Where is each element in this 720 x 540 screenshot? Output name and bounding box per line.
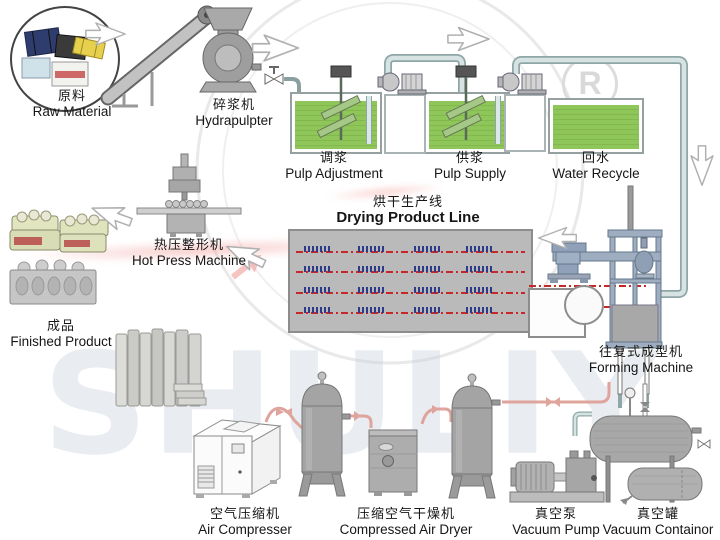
hot-press-label-en: Hot Press Machine [131, 253, 247, 268]
raw-material-label: 原料 Raw Material [12, 88, 132, 120]
air-receiver-tank-left [298, 371, 351, 497]
vacuum-container-label-zh: 真空罐 [636, 506, 679, 521]
air-receiver-tank-right [448, 373, 501, 499]
finished-product-label-en: Finished Product [10, 334, 112, 349]
suction-pipe-1 [366, 96, 372, 144]
hydrapulpter-label-zh: 碎浆机 [212, 97, 255, 112]
agitator-2 [441, 65, 486, 140]
hot-press-label-zh: 热压整形机 [153, 237, 224, 252]
drying-row [296, 243, 525, 253]
air-dryer-label-en: Compressed Air Dryer [339, 522, 473, 537]
valve-icon [264, 66, 301, 92]
pulp-pump-1 [377, 72, 427, 95]
drying-line-label-zh: 烘干生产线 [372, 194, 443, 209]
vacuum-container [589, 383, 711, 505]
flow-arrow-left [536, 224, 578, 252]
water-recycle-tank [548, 98, 644, 154]
vacuum-pump-label-zh: 真空泵 [534, 506, 577, 521]
flow-arrow-downleft-1 [84, 193, 137, 237]
hot-press-machine [136, 153, 242, 237]
flow-arrow-downleft-2 [218, 232, 272, 279]
pulp-pump-2 [497, 72, 547, 95]
forming-machine-label-zh: 往复式成型机 [598, 344, 683, 359]
water-recycle-label-en: Water Recycle [552, 166, 640, 181]
tray-stack [115, 328, 207, 407]
air-compressor-label: 空气压缩机 Air Compresser [186, 506, 304, 538]
air-dryer-label-zh: 压缩空气干燥机 [356, 506, 455, 521]
air-compressor [192, 419, 282, 498]
drying-row [296, 304, 525, 314]
compressed-air-dryer [368, 429, 418, 496]
flow-arrow-right-2 [250, 32, 302, 64]
raw-material-label-en: Raw Material [32, 104, 112, 119]
water-recycle-label: 回水 Water Recycle [546, 150, 646, 182]
pulp-adjustment-label-en: Pulp Adjustment [285, 166, 383, 181]
pump-pedestal-2 [504, 94, 546, 152]
suction-pipe-2 [495, 96, 501, 144]
vacuum-pump [509, 450, 605, 503]
flow-arrow-down [688, 144, 716, 188]
hydrapulpter-machine [199, 7, 262, 93]
hydrapulpter-label-en: Hydrapulpter [195, 113, 273, 128]
drying-line-label-en: Drying Product Line [336, 209, 480, 226]
pulp-supply-label: 供浆 Pulp Supply [422, 150, 518, 182]
flow-arrow-right-3 [446, 24, 492, 54]
pump-pedestal-1 [384, 94, 426, 154]
drying-row [296, 284, 525, 294]
recycle-water [553, 105, 639, 149]
air-compressor-label-zh: 空气压缩机 [209, 506, 280, 521]
drying-oven [288, 229, 533, 333]
vacuum-pump-label: 真空泵 Vacuum Pump [502, 506, 610, 538]
air-compressor-label-en: Air Compresser [198, 522, 292, 537]
agitator-1 [316, 65, 361, 140]
pulp-supply-label-zh: 供浆 [455, 150, 484, 165]
pulp-supply-label-en: Pulp Supply [433, 166, 507, 181]
raw-material-label-zh: 原料 [57, 88, 86, 103]
pulp-adjustment-label-zh: 调浆 [319, 150, 348, 165]
drying-row [296, 263, 525, 273]
vacuum-pump-label-en: Vacuum Pump [512, 522, 600, 537]
water-recycle-label-zh: 回水 [581, 150, 610, 165]
air-dryer-label: 压缩空气干燥机 Compressed Air Dryer [322, 506, 490, 538]
vacuum-container-label-en: Vacuum Containor [602, 522, 714, 537]
finished-product-label-zh: 成品 [46, 318, 75, 333]
drying-line-label: 烘干生产线 Drying Product Line [288, 194, 528, 226]
vacuum-container-label: 真空罐 Vacuum Containor [598, 506, 718, 538]
hot-press-label: 热压整形机 Hot Press Machine [126, 237, 252, 269]
finished-product-items [9, 209, 109, 305]
hydrapulpter-label: 碎浆机 Hydrapulpter [178, 97, 290, 129]
forming-machine-label-en: Forming Machine [588, 360, 694, 375]
finished-product-label: 成品 Finished Product [2, 318, 120, 350]
flow-arrow-right-1 [84, 20, 128, 48]
pulp-adjustment-label: 调浆 Pulp Adjustment [282, 150, 386, 182]
forming-machine-label: 往复式成型机 Forming Machine [582, 344, 700, 376]
